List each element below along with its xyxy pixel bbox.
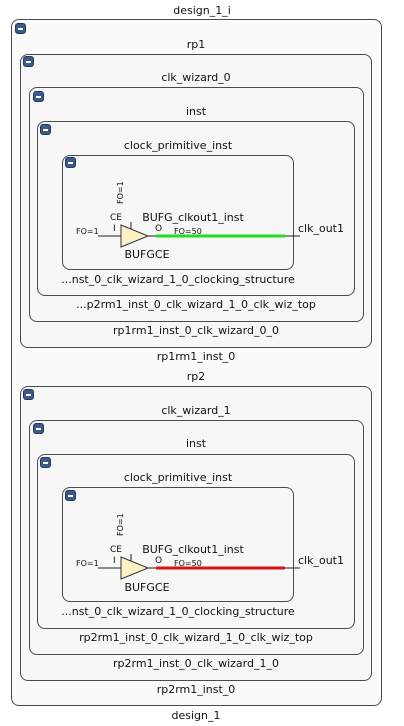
rp2-bufg-inst-label: BUFG_clkout1_inst <box>142 543 244 556</box>
rp1-bufg-inst-label: BUFG_clkout1_inst <box>142 211 244 224</box>
rp1-inst-title: inst <box>185 105 207 118</box>
rp2-bufgce-symbol[interactable] <box>120 556 150 580</box>
rp2-fo-in-label: FO=1 <box>76 559 99 568</box>
minus-icon[interactable] <box>40 457 51 468</box>
design-instance-label: design_1_i <box>173 4 231 17</box>
rp2-bufgce-type-label: BUFGCE <box>124 581 170 594</box>
rp2-wizard-footer: rp2rm1_inst_0_clk_wizard_1_0 <box>113 657 279 670</box>
rp2-clock-primitive-title: clock_primitive_inst <box>123 471 233 484</box>
rp1-i-pin-label: I <box>113 224 116 234</box>
minus-icon[interactable] <box>23 389 34 400</box>
rp2-inst-title: inst <box>185 437 207 450</box>
rp1-clock-primitive-title: clock_primitive_inst <box>123 139 233 152</box>
rp1-inst-footer: ...p2rm1_inst_0_clk_wizard_1_0_clk_wiz_t… <box>76 298 316 311</box>
minus-icon[interactable] <box>15 23 26 34</box>
rp1-o-pin-label: O <box>155 224 163 234</box>
rp1-fo-out-label: FO=50 <box>174 227 202 236</box>
rp1-ce-pin-label: CE <box>110 213 122 223</box>
minus-icon[interactable] <box>65 157 76 168</box>
rp2-title: rp2 <box>186 370 206 383</box>
rp2-clk-out1-port-label: clk_out1 <box>298 554 344 567</box>
rp2-i-pin-label: I <box>113 556 116 566</box>
rp2-ce-pin-label: CE <box>110 545 122 555</box>
rp2-wizard-title: clk_wizard_1 <box>161 404 231 417</box>
rp2-clock-primitive-footer: ...nst_0_clk_wizard_1_0_clocking_structu… <box>61 605 295 618</box>
rp1-fo-in-label: FO=1 <box>76 227 99 236</box>
rp2-fo-out-label: FO=50 <box>174 559 202 568</box>
rp1-title: rp1 <box>186 38 206 51</box>
rp1-footer: rp1rm1_inst_0 <box>156 350 236 363</box>
rp2-footer: rp2rm1_inst_0 <box>156 683 236 696</box>
rp1-clock-primitive-footer: ...nst_0_clk_wizard_1_0_clocking_structu… <box>61 273 295 286</box>
rp1-clk-out1-port-label: clk_out1 <box>298 222 344 235</box>
minus-icon[interactable] <box>23 56 34 67</box>
rp2-o-pin-label: O <box>155 556 163 566</box>
rp2-inst-footer: rp2rm1_inst_0_clk_wizard_1_0_clk_wiz_top <box>79 631 313 644</box>
rp1-bufgce-symbol[interactable] <box>120 224 150 248</box>
minus-icon[interactable] <box>33 423 44 434</box>
rp2-clock-primitive-box[interactable] <box>62 487 294 602</box>
design-label: design_1 <box>171 709 221 722</box>
rp1-bufgce-type-label: BUFGCE <box>124 248 170 261</box>
rp1-wizard-title: clk_wizard_0 <box>161 71 231 84</box>
rp1-wizard-footer: rp1rm1_inst_0_clk_wizard_0_0 <box>113 324 279 337</box>
rp1-clock-primitive-box[interactable] <box>62 155 294 270</box>
minus-icon[interactable] <box>65 490 76 501</box>
minus-icon[interactable] <box>33 91 44 102</box>
minus-icon[interactable] <box>40 124 51 135</box>
